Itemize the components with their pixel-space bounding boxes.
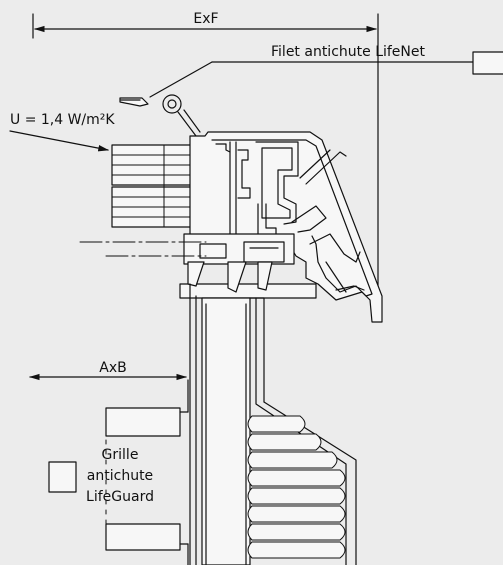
grille-label-line1: Grille [102,447,139,463]
base-rail [179,233,317,299]
lifeguard-checkbox[interactable] [48,461,77,493]
dimension-exf-label: ExF [193,11,218,27]
grille-label-line2: antichute [87,468,153,484]
dimension-axb-label: AxB [99,360,126,376]
dimension-axb: AxB [28,360,188,381]
center-lines [79,241,207,257]
u-value-label: U = 1,4 W/m²K [10,112,115,128]
insulation [247,415,346,559]
lifeguard-grille: Grille antichute LifeGuard [48,379,189,565]
dimension-exf: ExF [32,11,379,321]
u-value-callout: U = 1,4 W/m²K [9,112,115,152]
grille-label-line3: LifeGuard [86,489,154,505]
lifenet-checkbox[interactable] [472,51,503,75]
lifenet-label: Filet antichute LifeNet [271,44,426,60]
upstand-wall [189,283,357,565]
lifenet-callout: Filet antichute LifeNet [119,44,503,137]
